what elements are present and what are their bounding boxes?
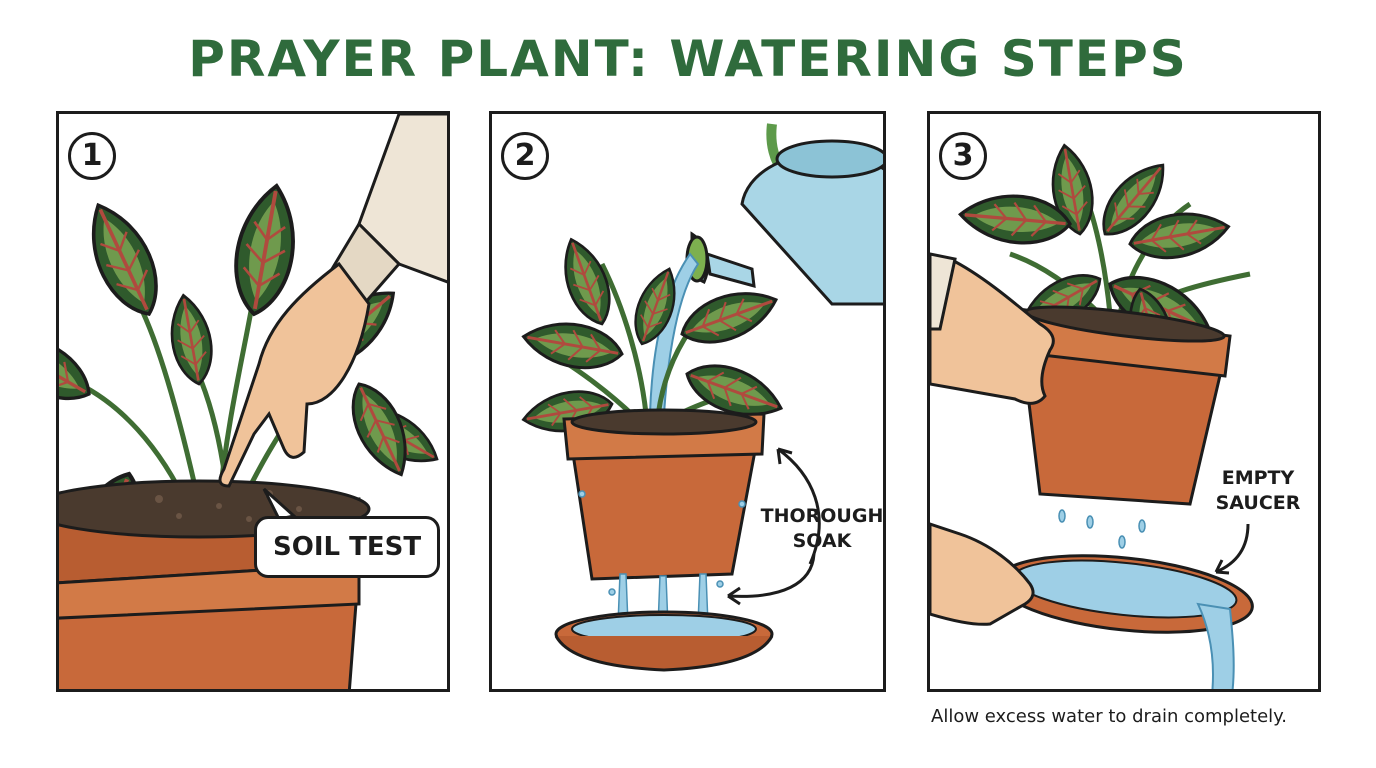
empty-saucer-label: EMPTY SAUCER (1215, 467, 1301, 514)
step-3-panel: 3 EMPTY SAUCER (927, 111, 1321, 692)
thorough-soak-illustration (518, 123, 883, 672)
step-number-badge: 1 (68, 132, 116, 180)
drain-instruction-caption: Allow excess water to drain completely. (931, 706, 1287, 727)
step-1-panel: 1 SOIL TEST (56, 111, 450, 692)
empty-saucer-illustration (930, 140, 1254, 689)
soil-test-callout: SOIL TEST (254, 516, 441, 578)
soil-test-illustration (59, 114, 447, 689)
page-title: PRAYER PLANT: WATERING STEPS (188, 30, 1188, 88)
step-number-badge: 2 (501, 132, 549, 180)
step-number-badge: 3 (939, 132, 987, 180)
step-2-panel: 2 THOROUGH SOAK (489, 111, 886, 692)
thorough-soak-label: THOROUGH SOAK (760, 505, 884, 552)
